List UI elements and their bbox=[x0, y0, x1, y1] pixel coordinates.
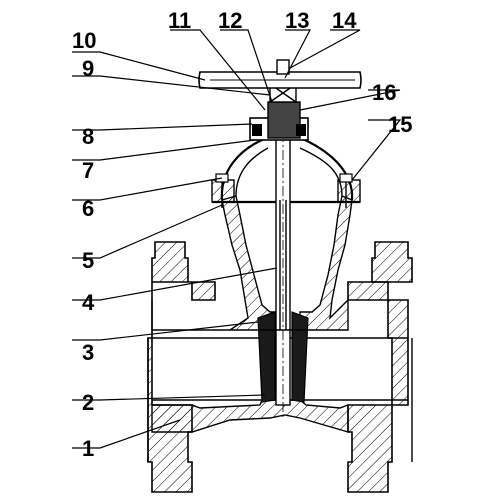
callout-4: 4 bbox=[82, 290, 95, 315]
callout-labels: 1 2 3 4 5 6 7 8 9 10 11 12 13 14 15 16 bbox=[72, 8, 412, 461]
right-flange-top bbox=[371, 241, 413, 283]
packing-right bbox=[296, 124, 306, 136]
leaders bbox=[72, 29, 402, 449]
callout-3: 3 bbox=[82, 340, 94, 365]
callout-10: 10 bbox=[72, 28, 96, 53]
callout-7: 7 bbox=[82, 158, 94, 183]
callout-11: 11 bbox=[168, 8, 191, 33]
top-works bbox=[198, 59, 362, 141]
callout-8: 8 bbox=[82, 124, 94, 149]
bonnet-flange-right bbox=[337, 179, 361, 203]
callout-13: 13 bbox=[285, 8, 309, 33]
callout-14: 14 bbox=[332, 8, 357, 33]
right-flange bbox=[347, 281, 409, 493]
body-lower bbox=[151, 399, 349, 433]
callout-6: 6 bbox=[82, 196, 94, 221]
packing-left bbox=[252, 124, 262, 136]
callout-1: 1 bbox=[82, 436, 94, 461]
callout-15: 15 bbox=[388, 112, 412, 137]
callout-2: 2 bbox=[82, 390, 94, 415]
callout-12: 12 bbox=[218, 8, 242, 33]
callout-16: 16 bbox=[372, 80, 396, 105]
left-flange-top bbox=[151, 241, 216, 301]
callout-9: 9 bbox=[82, 56, 94, 81]
bonnet-flange-left bbox=[211, 179, 235, 203]
bolt-right bbox=[339, 173, 353, 183]
left-flange bbox=[147, 282, 193, 493]
body-right-wall bbox=[299, 195, 353, 331]
bonnet-nut bbox=[267, 101, 301, 139]
wedge bbox=[257, 311, 309, 403]
bonnet bbox=[211, 135, 361, 208]
callout-5: 5 bbox=[82, 248, 94, 273]
stem-top bbox=[276, 59, 290, 75]
